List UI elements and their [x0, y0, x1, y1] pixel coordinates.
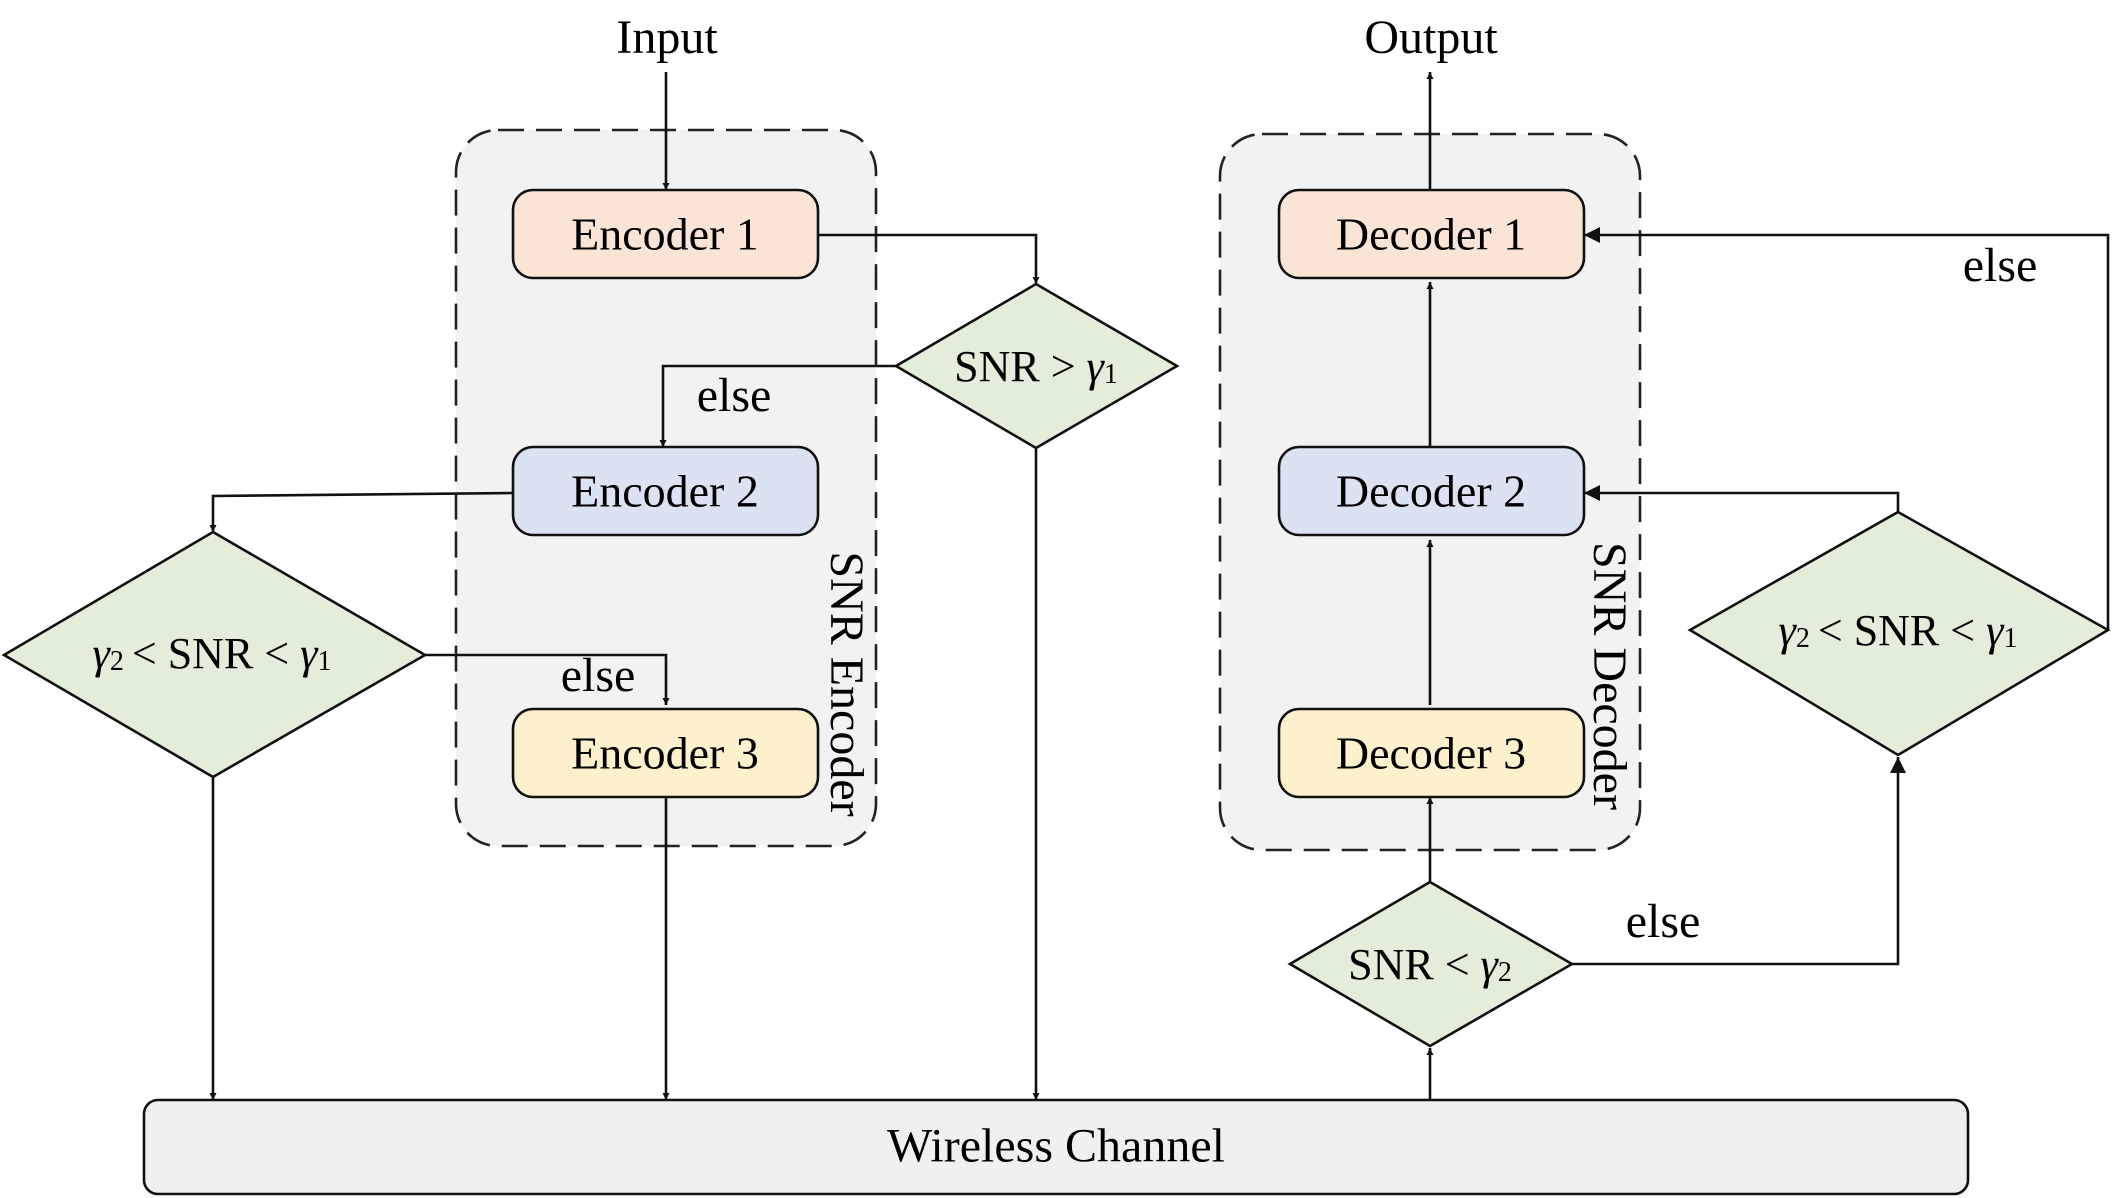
encoder-1-label: Encoder 1: [571, 209, 759, 260]
decoder-2-label: Decoder 2: [1336, 466, 1526, 517]
condition-else-to-encoder2-arrow: [659, 364, 896, 447]
decoder-2-box: [1277, 445, 1586, 537]
condition-snr-above-gamma1-diamond: [893, 282, 1180, 450]
condition-snr-between-decoder-label: γ2< SNR < γ1: [1779, 606, 2018, 655]
condition-mid-else-to-encoder3-arrow: [425, 653, 670, 705]
else-label-encoder-high: else: [697, 369, 772, 422]
encoder-3-box: [511, 707, 820, 799]
decoder-1-label: Decoder 1: [1336, 209, 1526, 260]
snr-decoder-label: SNR Decoder: [1583, 542, 1636, 810]
encoder1-to-condition-arrow: [818, 233, 1040, 284]
encoder2-to-condition-arrow: [209, 491, 514, 532]
encoder-1-box: [511, 188, 820, 280]
encoder-2-box: [511, 445, 820, 537]
output-label: Output: [1364, 11, 1498, 64]
wireless-channel-box: [142, 1098, 1970, 1196]
encoder-3-label: Encoder 3: [571, 728, 759, 779]
decoder-3-box: [1277, 707, 1586, 799]
condition-low-else-arrow: [1572, 757, 1906, 966]
decoder-1-box: [1277, 188, 1586, 280]
condition-snr-below-gamma2-label: SNR < γ2: [1348, 940, 1512, 989]
encoder-2-label: Encoder 2: [571, 466, 759, 517]
snr-encoder-label: SNR Encoder: [820, 551, 873, 816]
input-label: Input: [616, 11, 718, 64]
wireless-channel-label: Wireless Channel: [887, 1120, 1225, 1173]
else-label-decoder-mid: else: [1963, 239, 2038, 292]
condition-snr-between-decoder-diamond: [1687, 510, 2111, 757]
condition-dec-mid-else-to-decoder1-arrow: [1584, 227, 2110, 630]
decoder-3-label: Decoder 3: [1336, 728, 1526, 779]
condition-snr-above-gamma1-label: SNR > γ1: [954, 342, 1118, 391]
else-label-encoder-mid: else: [561, 649, 636, 702]
condition-snr-between-encoder-label: γ2< SNR < γ1: [93, 629, 332, 678]
condition-dec-mid-to-decoder2-arrow: [1584, 485, 1900, 512]
condition-snr-between-encoder-diamond: [1, 530, 428, 779]
condition-snr-below-gamma2-diamond: [1287, 880, 1575, 1048]
else-label-decoder-low: else: [1626, 895, 1701, 948]
